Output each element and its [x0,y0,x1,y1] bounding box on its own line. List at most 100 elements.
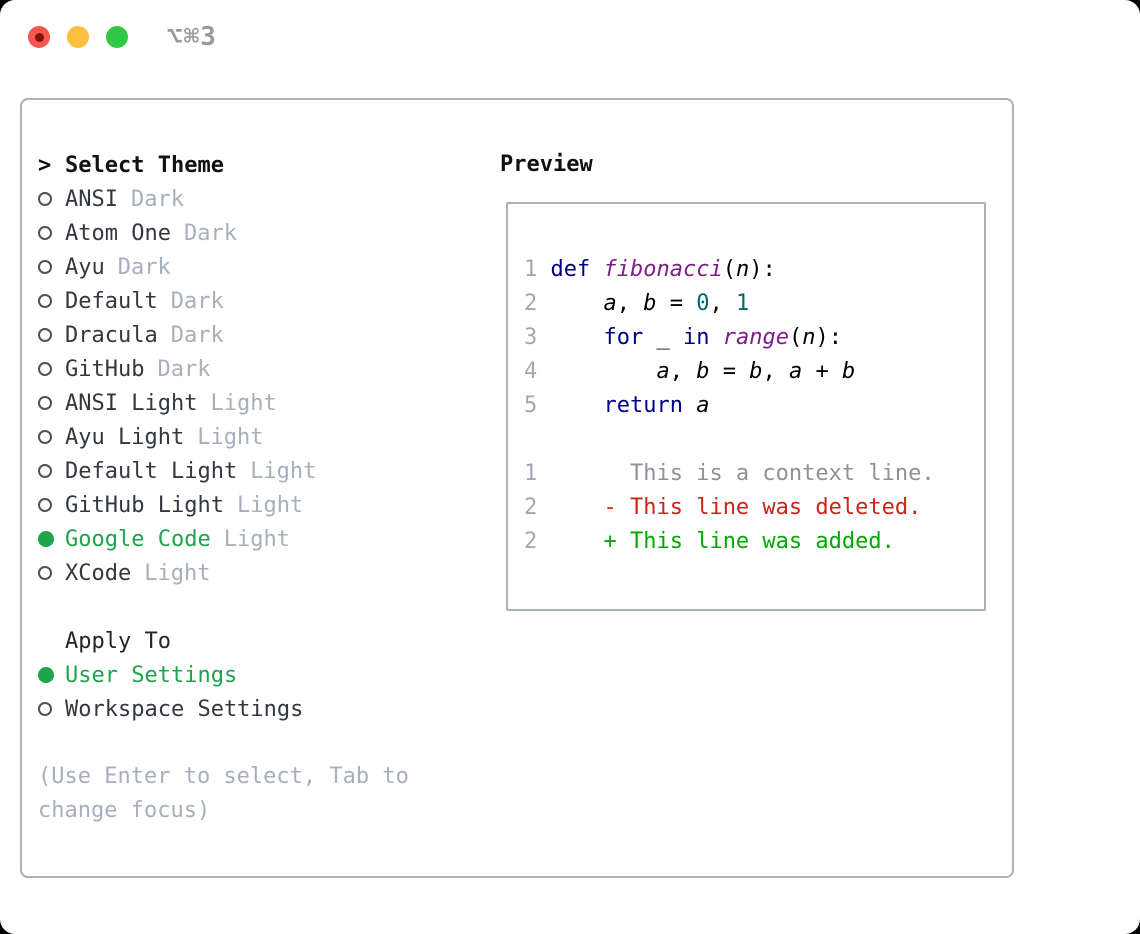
theme-name: Default [65,288,158,314]
spacer [38,726,409,760]
help-text-line: change focus) [38,798,211,823]
theme-option-xcode[interactable]: XCode Light [38,556,409,590]
code-segment-pln [551,291,604,316]
code-segment-pln: , [616,291,644,316]
code-segment-idt: a [788,359,803,384]
radio-icon [38,260,52,274]
line-number: 2 [524,529,551,554]
code-segment-pln [709,325,722,350]
theme-variant-badge: Light [197,424,264,450]
theme-name: GitHub [65,356,145,382]
radio-icon [38,396,52,410]
code-segment-pln: , [709,291,736,316]
apply-option-workspace-settings[interactable]: Workspace Settings [38,692,409,726]
radio-selected-icon [38,531,54,547]
line-number: 3 [524,325,551,350]
code-segment-pln: ( [788,325,803,350]
code-segment-pln: + [802,359,842,384]
radio-cell [38,667,65,683]
code-segment-pln: = [709,359,750,384]
code-segment-lit: 0 [696,291,710,316]
theme-name: Dracula [65,322,158,348]
radio-icon [38,566,52,580]
minimize-traffic-light-icon[interactable] [67,26,89,48]
line-number: 1 [524,257,551,282]
code-segment-kwd: return [603,393,683,418]
apply-option-user-settings[interactable]: User Settings [38,658,409,692]
radio-cell [38,396,65,410]
help-text-line: (Use Enter to select, Tab to [38,764,409,789]
radio-cell [38,294,65,308]
radio-icon [38,294,52,308]
line-number: 1 [524,461,551,486]
radio-cell [38,430,65,444]
theme-name: ANSI [65,186,118,212]
code-segment-typ: fibonacci [603,257,723,282]
code-segment-pln [551,325,604,350]
help-text: (Use Enter to select, Tab to change focus… [38,760,409,828]
radio-icon [38,464,52,478]
line-number: 2 [524,495,551,520]
radio-icon [38,702,52,716]
preview-line: 4 a, b = b, a + b [524,355,984,389]
select-theme-header: > Select Theme [38,148,409,182]
radio-cell [38,498,65,512]
theme-name: Google Code [65,526,211,552]
radio-icon [38,328,52,342]
focus-caret-icon: > [38,152,52,178]
window-title: ⌥⌘3 [167,22,217,52]
code-segment-pln [590,257,603,282]
code-segment-pln [551,359,657,384]
theme-variant-badge: Light [223,526,290,552]
theme-option-dracula[interactable]: Dracula Dark [38,318,409,352]
radio-cell [38,260,65,274]
radio-selected-icon [38,667,54,683]
code-segment-add: + This line was added. [603,529,895,554]
zoom-traffic-light-icon[interactable] [106,26,128,48]
code-segment-pln [683,393,696,418]
radio-icon [38,192,52,206]
preview-line: 3 for _ in range(n): [524,321,984,355]
radio-cell [38,702,65,716]
theme-variant-badge: Dark [117,254,171,280]
preview-line: 2 + This line was added. [524,525,984,559]
radio-cell [38,464,65,478]
theme-variant-badge: Light [144,560,211,586]
line-number: 2 [524,291,551,316]
code-segment-idt: _ [656,325,670,350]
code-segment-pln [643,325,656,350]
code-segment-idt: b [841,359,856,384]
close-traffic-light-icon[interactable] [28,26,50,48]
code-segment-pln [670,325,683,350]
code-segment-pln: ): [749,257,776,282]
select-theme-title: Select Theme [65,152,224,178]
preview-line: 2 - This line was deleted. [524,491,984,525]
preview-title: Preview [500,152,593,177]
theme-option-ansi[interactable]: ANSI Dark [38,182,409,216]
theme-variant-badge: Dark [130,186,184,212]
theme-option-google-code[interactable]: Google Code Light [38,522,409,556]
apply-to-header: Apply To [38,624,409,658]
radio-cell [38,362,65,376]
theme-name: XCode [65,560,132,586]
line-number: 4 [524,359,551,384]
theme-variant-badge: Dark [170,322,224,348]
preview-line: 2 a, b = 0, 1 [524,287,984,321]
theme-name: ANSI Light [65,390,198,416]
apply-to-title: Apply To [65,628,171,654]
radio-icon [38,498,52,512]
theme-name: Default Light [65,458,238,484]
